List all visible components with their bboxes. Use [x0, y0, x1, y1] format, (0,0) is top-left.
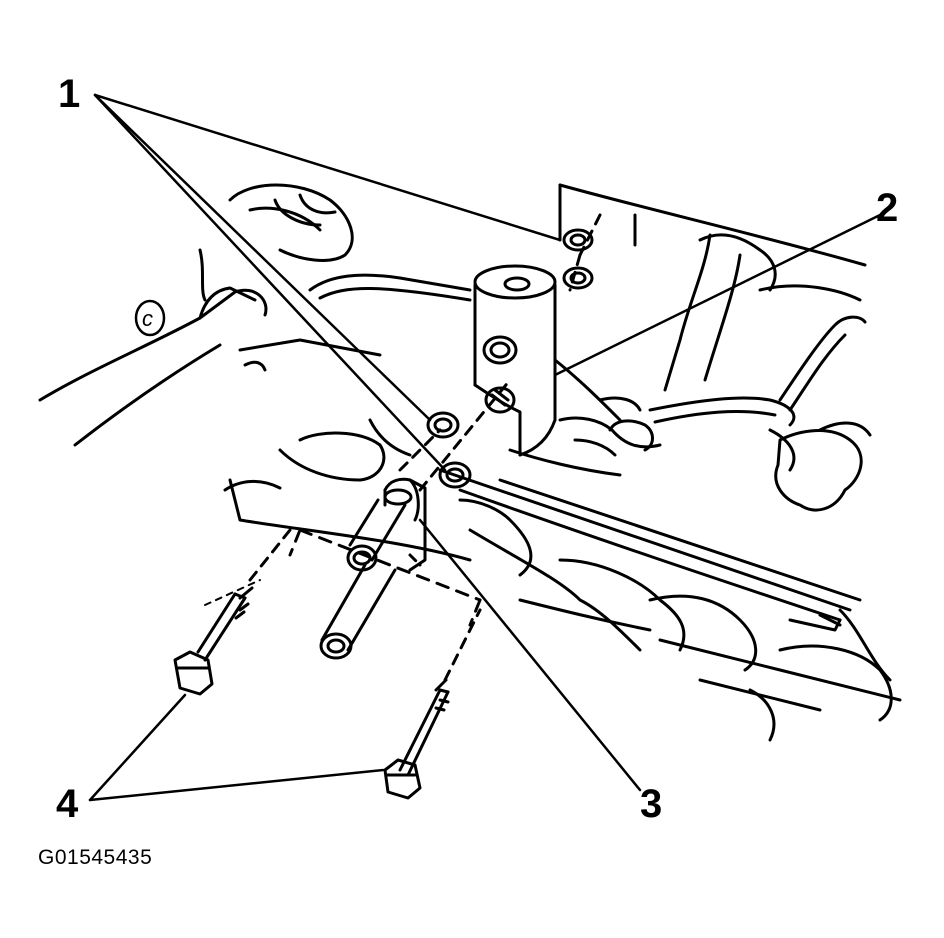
- callout-1: 1: [58, 72, 81, 116]
- figure-id: G01545435: [38, 846, 153, 869]
- valve-block-component: [473, 213, 622, 457]
- callout-leaders: [88, 93, 882, 802]
- circle-c-label: c: [142, 306, 153, 331]
- callout-4: 4: [56, 782, 79, 826]
- engine-background: [38, 183, 902, 742]
- circle-c-mark: c: [134, 299, 166, 337]
- o-ring-seals: [426, 411, 472, 489]
- mounting-bolts: [173, 528, 482, 800]
- callout-2: 2: [876, 186, 899, 230]
- pipe-fitting-component: [319, 378, 512, 660]
- callout-3: 3: [640, 782, 663, 826]
- alignment-guides: [288, 528, 482, 627]
